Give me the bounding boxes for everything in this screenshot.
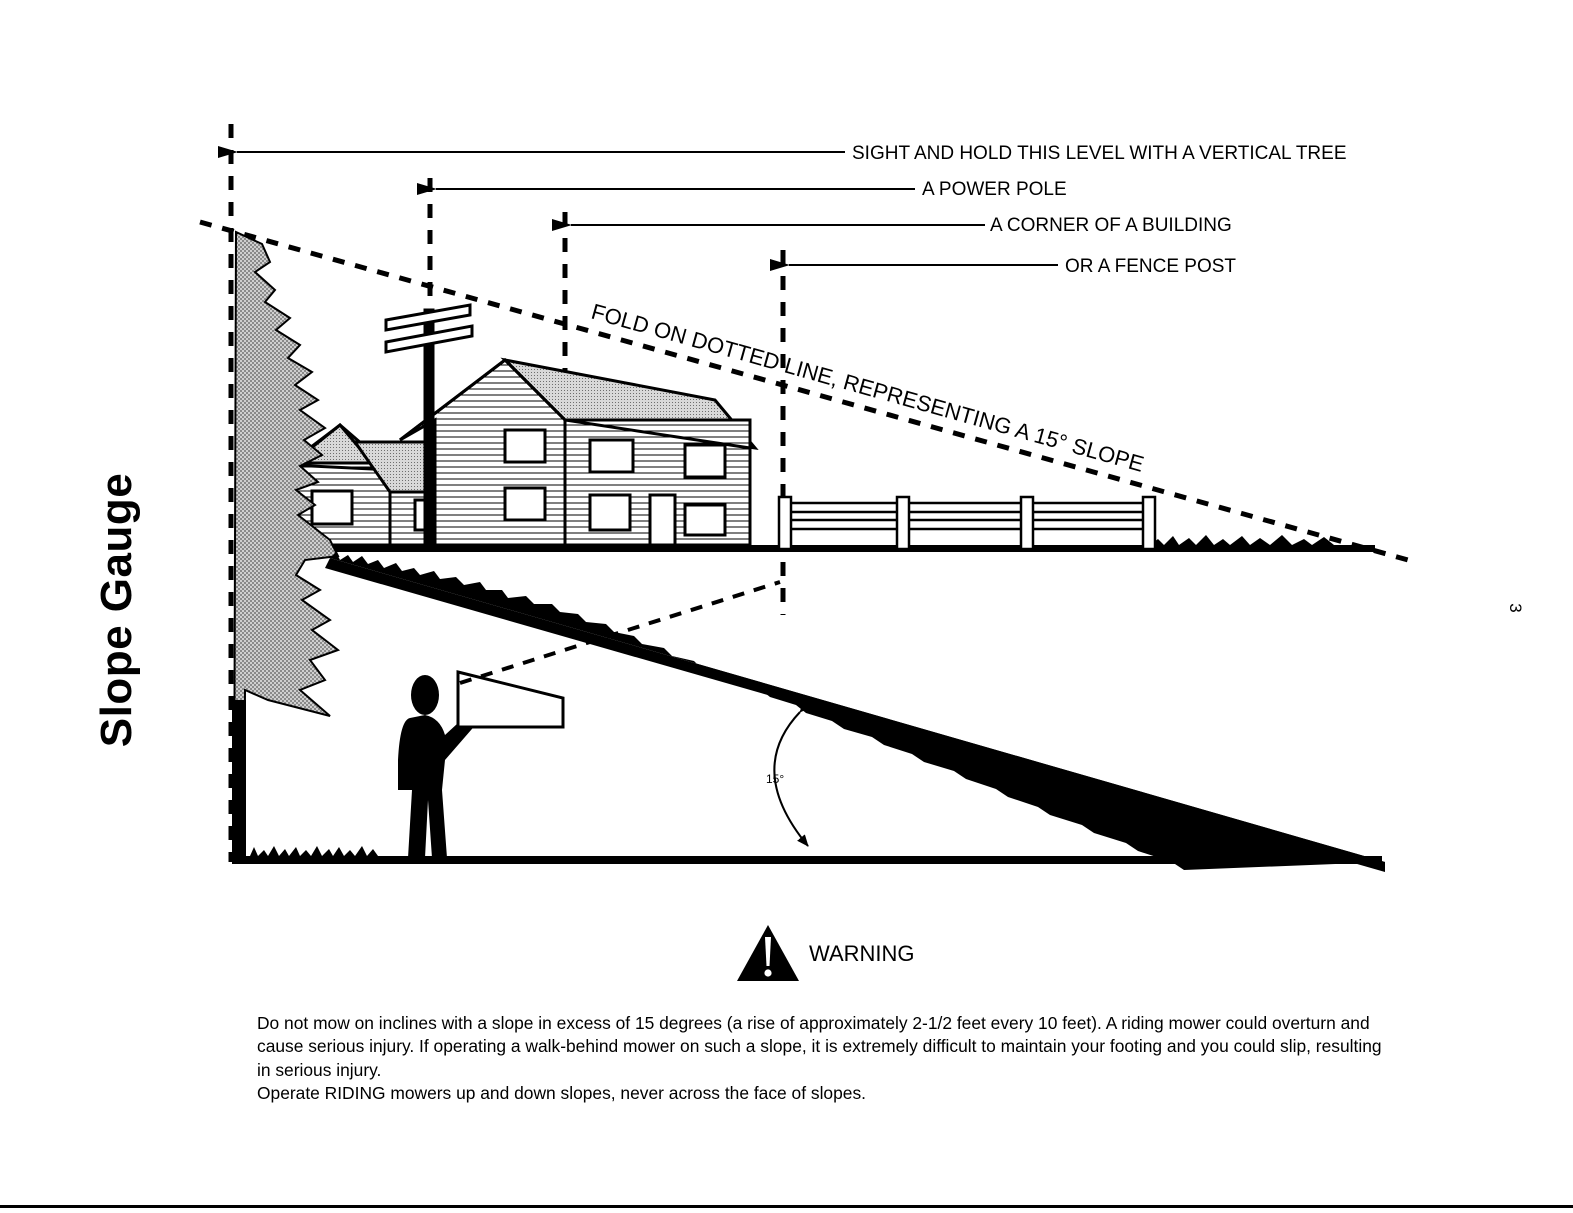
tree [232, 230, 341, 861]
house-window [683, 443, 727, 479]
angle-label: 15° [766, 772, 784, 786]
sight-label-power-pole: A POWER POLE [922, 179, 1067, 200]
vertical-guides [228, 124, 786, 862]
house-window [683, 503, 727, 537]
sight-line [459, 580, 781, 685]
sight-labels: SIGHT AND HOLD THIS LEVEL WITH A VERTICA… [852, 143, 1347, 277]
sight-label-building: A CORNER OF A BUILDING [990, 215, 1232, 236]
fence-post [777, 495, 793, 551]
fence-post [895, 495, 911, 551]
house-door [648, 493, 677, 547]
angle-arc [773, 700, 812, 847]
warning-triangle-icon [737, 925, 799, 981]
power-pole [384, 303, 474, 547]
slope-ground [325, 552, 1385, 872]
warning-label: WARNING [809, 941, 915, 966]
sight-label-fence-post: OR A FENCE POST [1065, 256, 1236, 277]
fence-post [1019, 495, 1035, 551]
house-window [310, 489, 354, 526]
bottom-ground [232, 846, 1382, 864]
warning-paragraph: Do not mow on inclines with a slope in e… [257, 1013, 1382, 1080]
house-window [503, 428, 547, 464]
slope-gauge-card [456, 670, 565, 729]
house-window [588, 493, 632, 532]
sight-arrows [218, 146, 1058, 271]
warning-text: Do not mow on inclines with a slope in e… [257, 1012, 1397, 1106]
house-window [588, 438, 635, 474]
fence [777, 495, 1157, 551]
warning-paragraph: Operate RIDING mowers up and down slopes… [257, 1083, 866, 1104]
fold-line [199, 219, 1409, 563]
sight-label-tree: SIGHT AND HOLD THIS LEVEL WITH A VERTICA… [852, 143, 1347, 164]
warning-header: WARNING [735, 922, 915, 984]
house-window [503, 486, 547, 522]
person-figure [398, 675, 478, 858]
fence-post [1141, 495, 1157, 551]
house-group [285, 357, 759, 547]
bottom-rule [0, 1205, 1573, 1208]
